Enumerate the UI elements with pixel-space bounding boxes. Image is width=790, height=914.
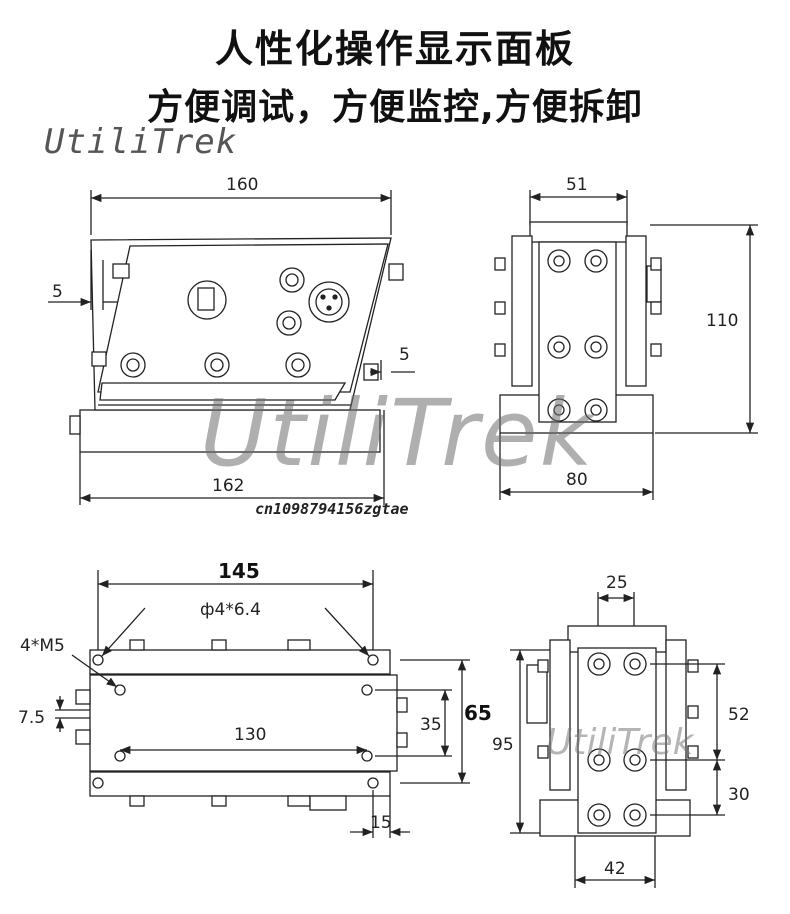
dim-35: 35 (420, 715, 442, 735)
brand-watermark-medium: UtiliTrek (546, 722, 694, 763)
dim-25: 25 (606, 573, 628, 593)
dim-42: 42 (604, 859, 626, 879)
dim-95: 95 (492, 735, 514, 755)
top-view (55, 570, 470, 838)
end-view (510, 592, 725, 888)
title-line-1: 人性化操作显示面板 (214, 27, 575, 71)
hole-spec: ф4*6.4 (200, 600, 261, 620)
dim-5-left: 5 (52, 282, 63, 302)
dim-162: 162 (212, 476, 244, 496)
dim-51: 51 (566, 175, 588, 195)
dim-52: 52 (728, 705, 750, 725)
dim-30: 30 (728, 785, 750, 805)
dim-145: 145 (218, 559, 260, 583)
product-code-watermark: cn1098794156zgtae (255, 500, 409, 518)
dim-80: 80 (566, 470, 588, 490)
brand-watermark-small: UtiliTrek (44, 122, 238, 162)
dim-130: 130 (234, 725, 266, 745)
brand-watermark-large: UtiliTrek (200, 380, 595, 487)
dim-110: 110 (706, 311, 738, 331)
dim-65: 65 (464, 701, 492, 725)
front-view (494, 190, 758, 500)
dim-15: 15 (370, 813, 392, 833)
side-view (48, 190, 415, 505)
dim-160: 160 (226, 175, 258, 195)
dim-5-right: 5 (399, 345, 410, 365)
title-line-2: 方便调试，方便监控,方便拆卸 (147, 87, 643, 128)
dim-7-5: 7.5 (18, 708, 45, 728)
thread-spec: 4*M5 (20, 636, 65, 656)
